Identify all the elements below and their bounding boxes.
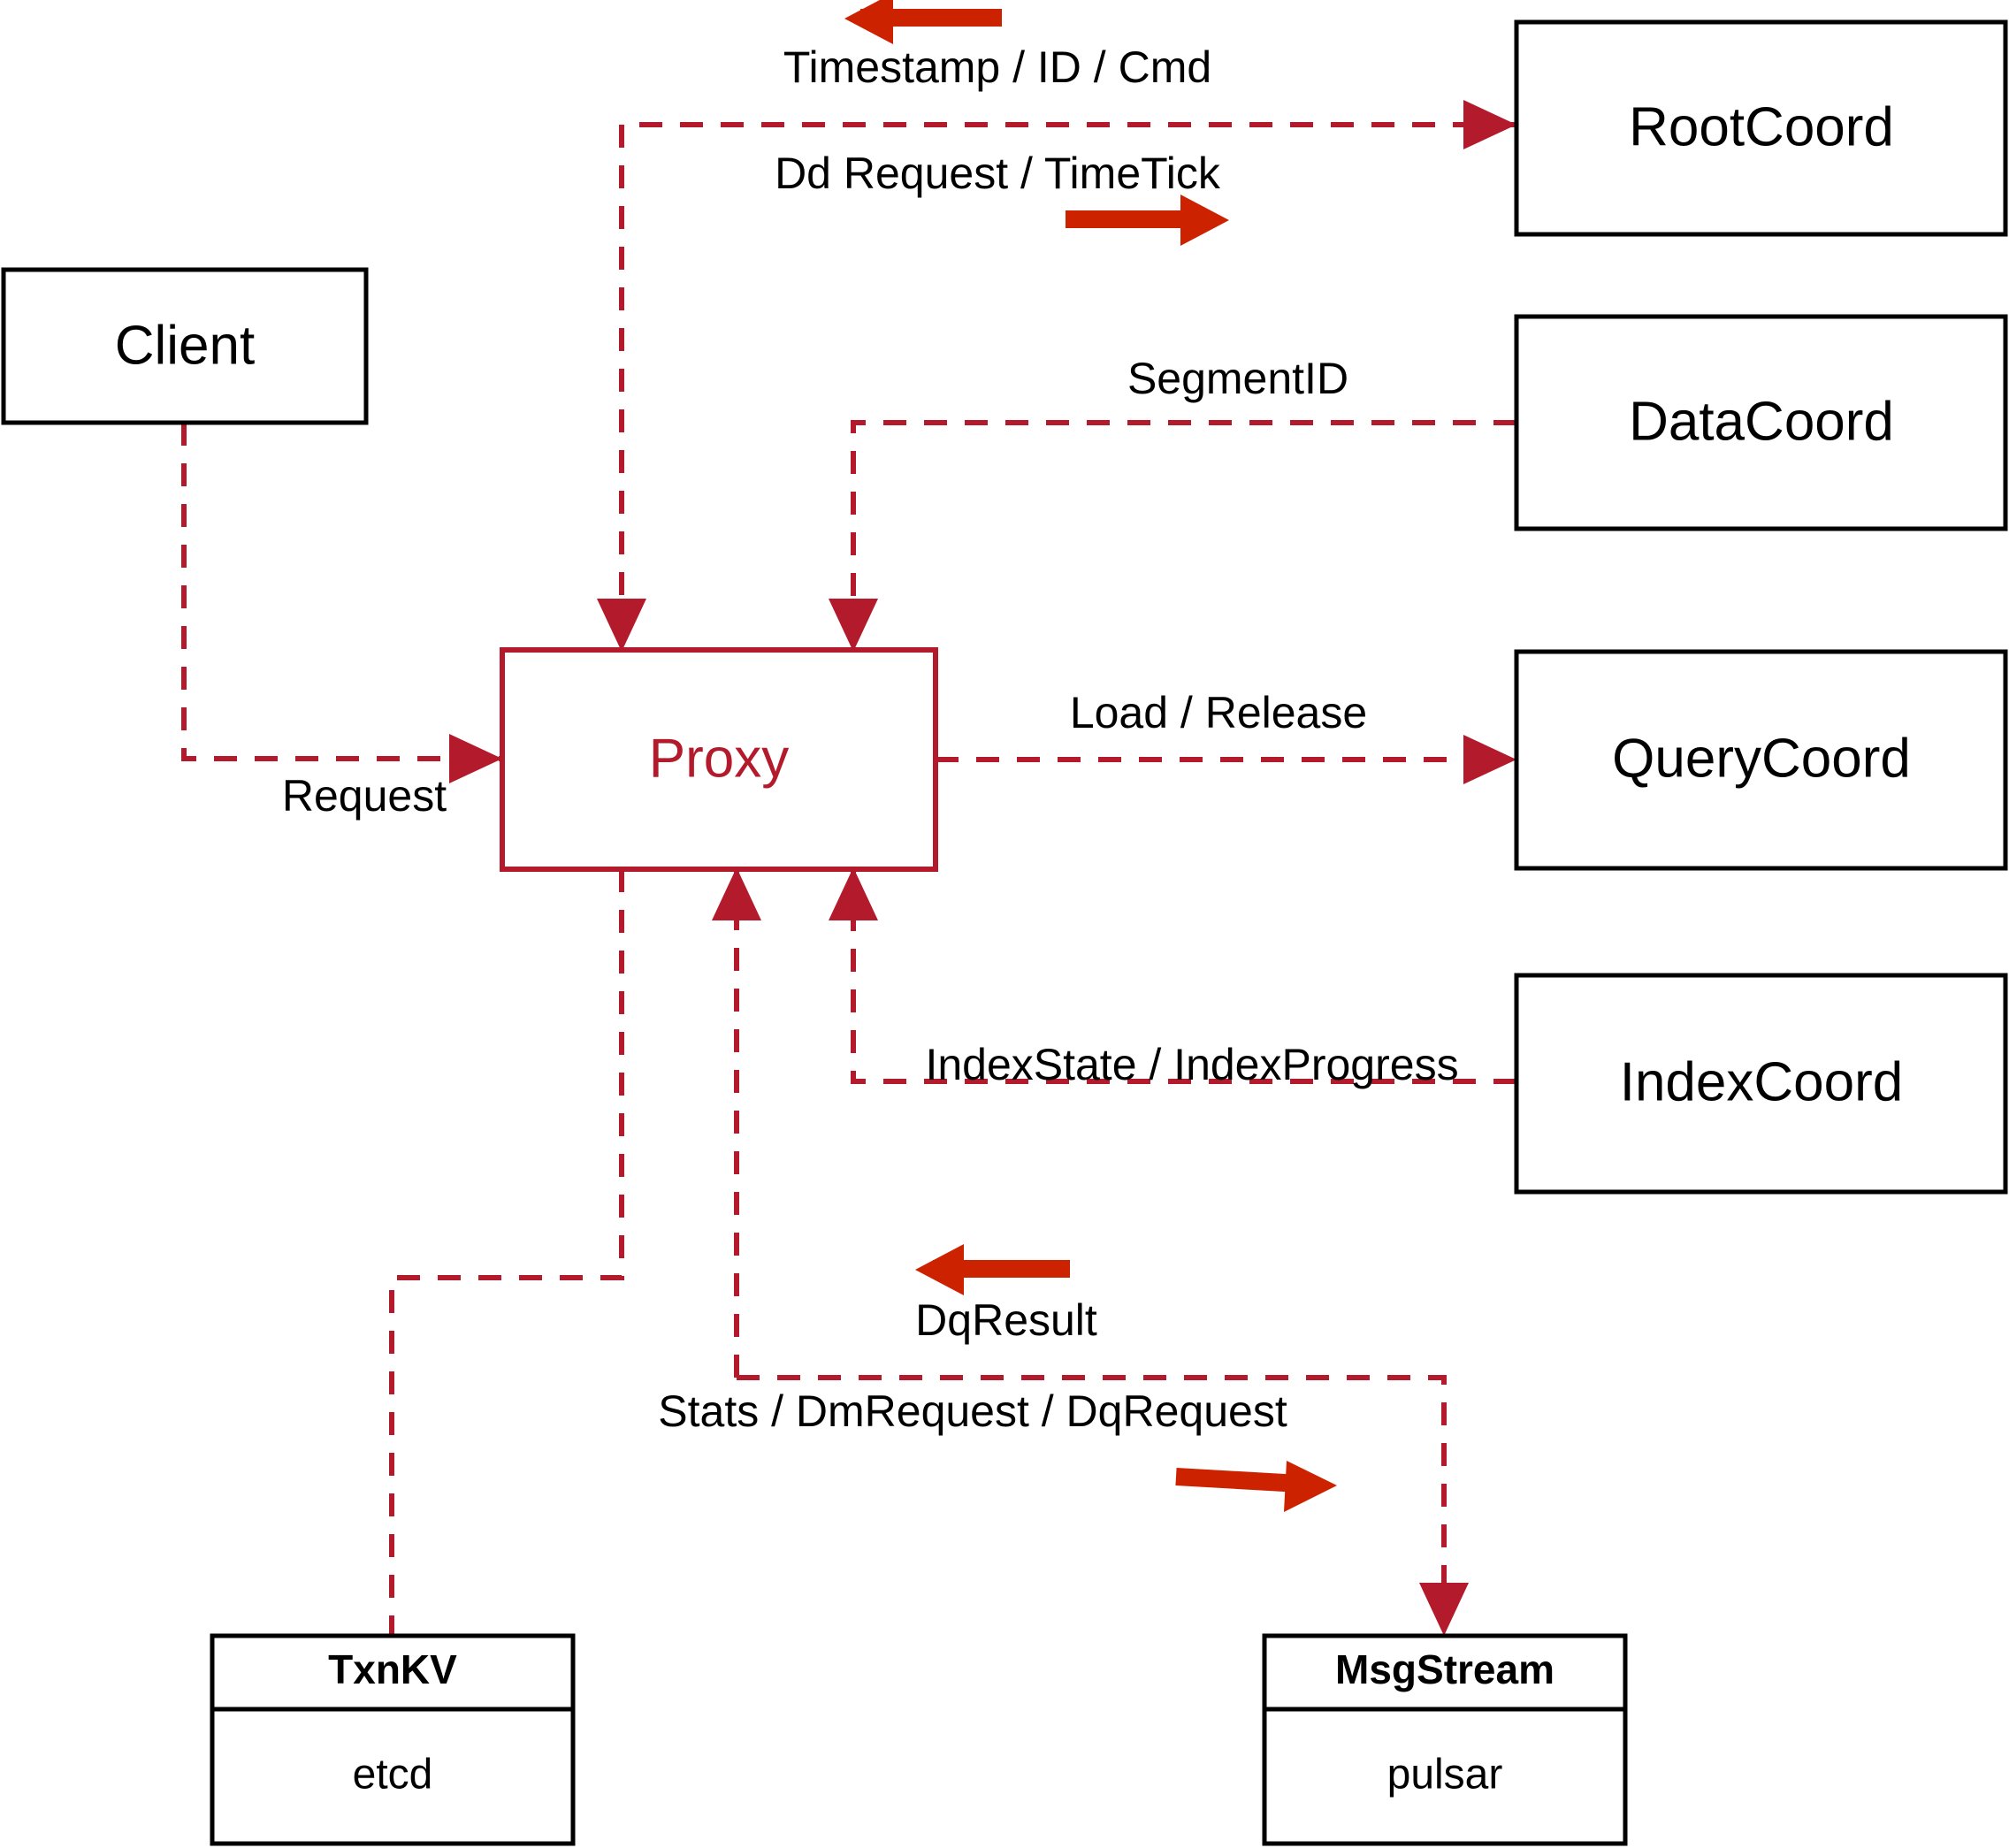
direction-arrow-shaft [1175,1468,1301,1493]
node-querycoord-label: QueryCoord [1612,728,1911,789]
edge-label-timestamp-id-cmd: Timestamp / ID / Cmd [783,42,1211,92]
node-msgstream-label: MsgStream [1335,1646,1554,1692]
edge-rootcoord-to-proxy-path [619,122,1516,650]
node-client-box[interactable] [1,267,369,425]
edge-rootcoord-to-proxy: Timestamp / ID / Cmd [597,0,1516,652]
node-querycoord-box[interactable] [1514,649,2008,871]
node-proxy[interactable]: Proxy [500,647,938,872]
direction-arrow-left-dqresult [915,1244,1070,1295]
edge-proxy-to-txnkv [389,869,624,1636]
direction-arrow-head [1284,1461,1337,1512]
node-txnkv[interactable]: TxnKV etcd [210,1633,576,1846]
edge-rootcoord-to-proxy-arrowhead [597,599,646,652]
direction-arrow-right-msgstream [1175,1461,1337,1512]
node-txnkv-sublabel: etcd [353,1752,433,1798]
node-datacoord[interactable]: DataCoord [1514,314,2008,531]
edge-indexcoord-to-proxy-arrowhead [829,867,878,920]
node-client-label: Client [115,315,256,376]
edge-label-indexstate-indexprogress: IndexState / IndexProgress [925,1040,1458,1089]
node-client[interactable]: Client [1,267,369,425]
edge-datacoord-to-proxy-path [851,420,1516,650]
node-rootcoord-label: RootCoord [1629,96,1894,157]
node-rootcoord[interactable]: RootCoord [1514,19,2008,237]
edge-indexcoord-to-proxy: IndexState / IndexProgress [829,867,1516,1089]
node-txnkv-label: TxnKV [328,1646,457,1692]
edge-label-load-release: Load / Release [1070,688,1367,737]
direction-arrow-left-rootcoord [844,0,1002,44]
edge-proxy-to-rootcoord-arrowhead [1463,100,1516,149]
edge-proxy-to-msgstream-path [737,1375,1447,1609]
edge-msgstream-to-proxy: DqResult [712,867,1097,1378]
node-msgstream-sublabel: pulsar [1387,1752,1503,1798]
edge-proxy-to-msgstream: Stats / DmRequest / DqRequest [658,1375,1469,1636]
node-indexcoord-box[interactable] [1514,973,2008,1195]
node-msgstream-box[interactable] [1262,1633,1628,1846]
direction-arrow-head [844,0,893,44]
node-txnkv-box[interactable] [210,1633,576,1846]
edge-client-to-proxy-arrowhead [449,734,502,783]
node-datacoord-label: DataCoord [1629,391,1894,452]
edge-proxy-to-querycoord-arrowhead [1463,735,1516,784]
node-proxy-box[interactable] [500,647,938,872]
node-indexcoord-label: IndexCoord [1620,1051,1904,1112]
node-datacoord-box[interactable] [1514,314,2008,531]
node-proxy-label: Proxy [649,728,789,789]
node-msgstream[interactable]: MsgStream pulsar [1262,1633,1628,1846]
edge-label-dd-request-timetick: Dd Request / TimeTick [775,149,1221,198]
node-rootcoord-box[interactable] [1514,19,2008,237]
edge-msgstream-to-proxy-arrowhead [712,867,761,920]
edge-proxy-to-txnkv-path [389,869,624,1636]
edge-indexcoord-to-proxy-path [851,869,1516,1084]
node-indexcoord[interactable]: IndexCoord [1514,973,2008,1195]
edge-label-stats-dmrequest-dqrequest: Stats / DmRequest / DqRequest [658,1386,1287,1436]
edge-proxy-to-rootcoord: Dd Request / TimeTick [775,100,1516,246]
edge-label-segmentid: SegmentID [1127,354,1348,403]
edge-label-request: Request [282,771,447,821]
edge-proxy-to-querycoord: Load / Release [936,688,1516,784]
direction-arrow-head [915,1244,964,1295]
direction-arrow-right-rootcoord [1066,195,1229,246]
edge-datacoord-to-proxy: SegmentID [829,354,1516,652]
edge-proxy-to-msgstream-arrowhead [1419,1583,1469,1636]
edge-label-dqresult: DqResult [915,1295,1097,1345]
node-querycoord[interactable]: QueryCoord [1514,649,2008,871]
direction-arrow-head [1180,195,1229,246]
edge-datacoord-to-proxy-arrowhead [829,599,878,652]
